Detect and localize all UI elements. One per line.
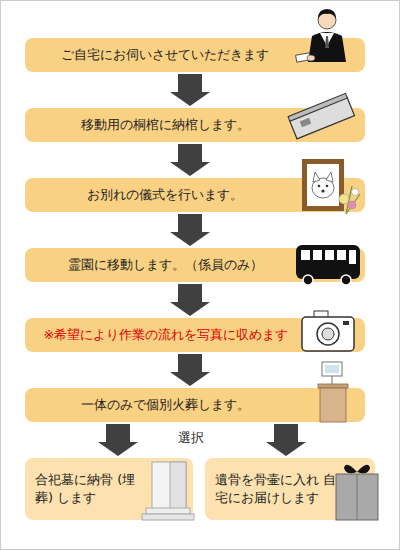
step-text: ※希望により作業の流れを写真に収めます <box>44 326 289 344</box>
step-text: 遺骨を骨壷に入れ 自宅にお届けします <box>215 471 339 506</box>
process-box: 霊園に移動します。（係員のみ） <box>25 248 365 282</box>
step-text: 移動用の桐棺に納棺します。 <box>81 116 250 134</box>
cremation-furnace-icon <box>318 362 348 422</box>
camera-icon <box>302 311 354 351</box>
ossuary-icon <box>142 462 194 520</box>
bus-icon <box>296 245 360 285</box>
choice-label: 選択 <box>176 429 206 447</box>
option-box: 合祀墓に納骨 (埋葬) します <box>25 458 193 520</box>
staff-icon <box>296 9 346 62</box>
flow-arrow <box>170 284 210 316</box>
urn-box-icon <box>336 465 378 520</box>
coffin-icon <box>288 93 354 138</box>
step-text: 霊園に移動します。（係員のみ） <box>68 256 263 274</box>
process-box: 移動用の桐棺に納棺します。 <box>25 108 365 142</box>
option-box: 遺骨を骨壷に入れ 自宅にお届けします <box>205 458 375 520</box>
flow-arrow <box>266 424 306 456</box>
process-box: お別れの儀式を行います。 <box>25 178 365 212</box>
step-text: 合祀墓に納骨 (埋葬) します <box>35 471 145 506</box>
flow-arrow <box>170 144 210 176</box>
flow-arrow <box>170 74 210 106</box>
process-box: ※希望により作業の流れを写真に収めます <box>25 318 365 352</box>
step-text: 一体のみで個別火葬します。 <box>81 396 250 414</box>
step-text: ご自宅にお伺いさせていただきます <box>61 46 269 64</box>
process-box: ご自宅にお伺いさせていただきます <box>25 38 365 72</box>
memorial-photo-icon <box>302 159 360 214</box>
flow-arrow <box>98 424 138 456</box>
flow-arrow <box>170 214 210 246</box>
flow-arrow <box>170 354 210 386</box>
process-box: 一体のみで個別火葬します。 <box>25 388 365 422</box>
step-text: お別れの儀式を行います。 <box>87 186 243 204</box>
